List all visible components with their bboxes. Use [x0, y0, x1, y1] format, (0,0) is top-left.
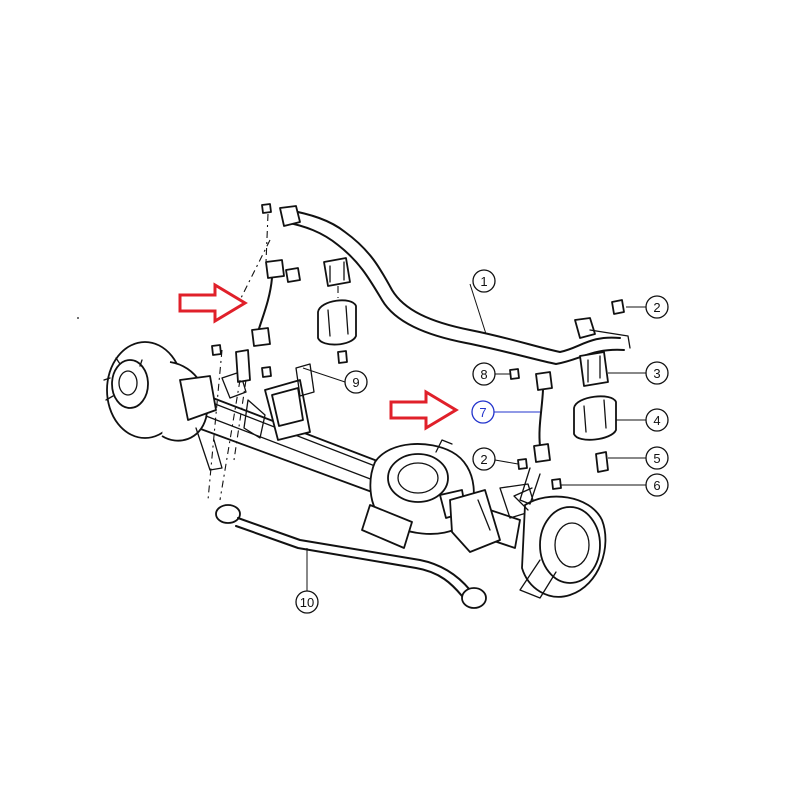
stabilizer-bar: [279, 205, 631, 365]
left-bushing-retainer: [317, 257, 357, 346]
svg-text:2: 2: [653, 300, 660, 315]
svg-text:7: 7: [479, 405, 486, 420]
right-stabilizer-link: [509, 368, 609, 505]
callout-2-lower: 2: [472, 447, 519, 471]
svg-text:8: 8: [480, 367, 487, 382]
callout-9: 9: [302, 367, 368, 394]
svg-text:4: 4: [653, 413, 660, 428]
right-hub-assembly: [513, 487, 607, 599]
left-frame-bracket: [207, 344, 348, 501]
arrow-right-link: [389, 389, 459, 431]
svg-text:1: 1: [480, 274, 487, 289]
arrow-left-link: [178, 282, 248, 324]
callout-10: 10: [295, 548, 319, 614]
callout-1: 1: [469, 269, 496, 335]
svg-text:9: 9: [352, 375, 359, 390]
callout-7: 7: [471, 400, 540, 424]
svg-text:2: 2: [480, 452, 487, 467]
left-stabilizer-link: [239, 203, 301, 347]
stray-dot: [77, 317, 79, 319]
axle-housing: [197, 379, 537, 553]
svg-text:6: 6: [653, 478, 660, 493]
svg-text:3: 3: [653, 366, 660, 381]
callout-3: 3: [608, 361, 669, 385]
callout-8: 8: [472, 362, 511, 386]
svg-text:5: 5: [653, 451, 660, 466]
callout-6: 6: [561, 473, 669, 497]
left-hub-assembly: [103, 341, 247, 471]
right-bushing-retainer: [573, 299, 625, 441]
callout-2-upper: 2: [626, 295, 669, 319]
callout-5: 5: [608, 446, 669, 470]
callout-4: 4: [616, 408, 669, 432]
svg-text:10: 10: [300, 595, 314, 610]
track-bar: [215, 504, 487, 609]
